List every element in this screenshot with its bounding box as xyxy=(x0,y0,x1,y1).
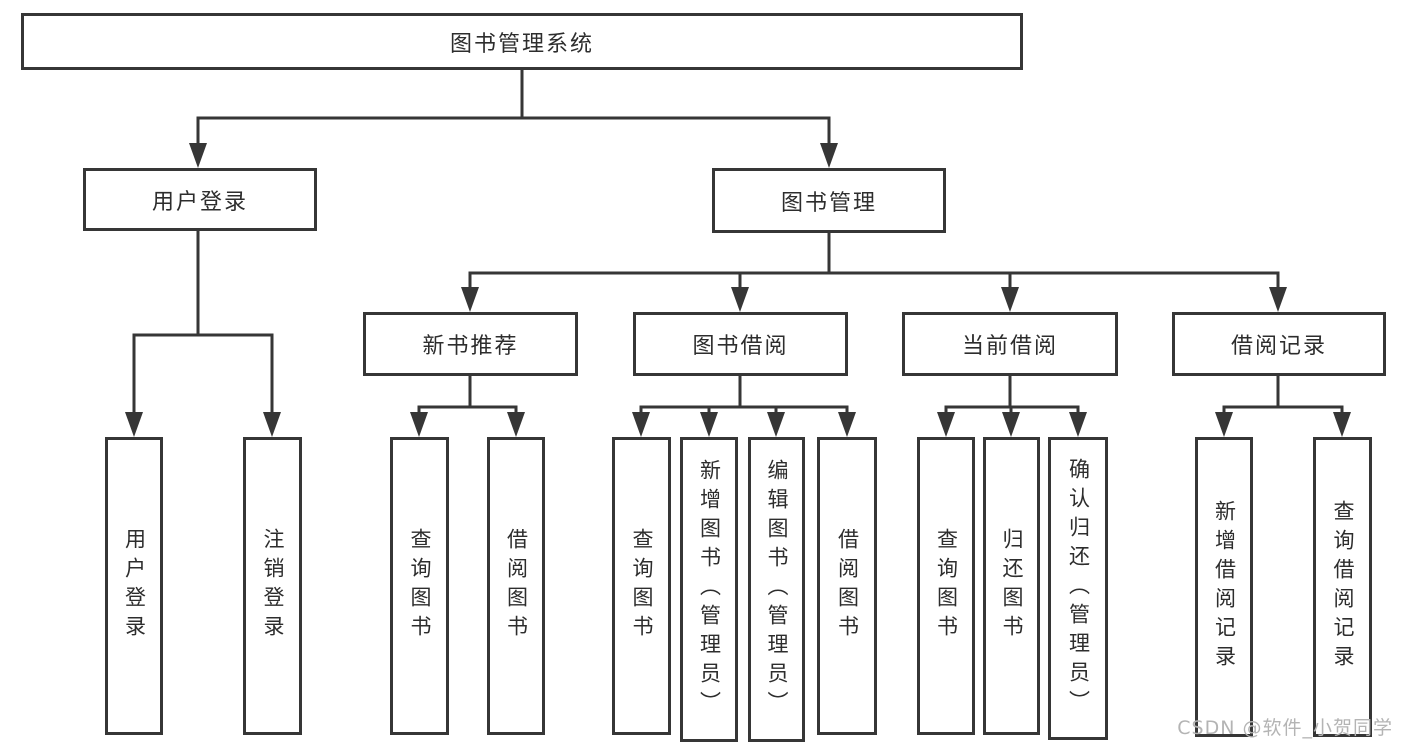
arrow-down-icon xyxy=(1001,287,1019,312)
arrow-down-icon xyxy=(1215,412,1233,437)
leaf-confirm-return-admin: 确认归还（管理员） xyxy=(1048,437,1108,740)
connector-line xyxy=(639,405,849,428)
connector-line xyxy=(196,116,831,155)
node-library-system: 图书管理系统 xyxy=(21,13,1023,70)
arrow-down-icon xyxy=(731,287,749,312)
connector-line xyxy=(132,333,274,425)
connector-line xyxy=(1222,405,1344,428)
arrow-down-icon xyxy=(461,287,479,312)
node-book-borrow: 图书借阅 xyxy=(633,312,848,376)
arrow-down-icon xyxy=(767,412,785,437)
connector-borrow-records-to-leaves xyxy=(1215,374,1351,437)
connector-new-book-recommend-to-leaves xyxy=(410,374,525,437)
leaf-add-borrow-record: 新增借阅记录 xyxy=(1195,437,1253,737)
arrow-down-icon xyxy=(410,412,428,437)
leaf-query-borrow-record: 查询借阅记录 xyxy=(1313,437,1372,737)
leaf-borrow-borrow-books: 借阅图书 xyxy=(817,437,877,735)
node-user-login: 用户登录 xyxy=(83,168,317,231)
leaf-logout: 注销登录 xyxy=(243,437,302,735)
leaf-return-books: 归还图书 xyxy=(983,437,1040,735)
leaf-recommend-query-books: 查询图书 xyxy=(390,437,449,735)
arrow-down-icon xyxy=(125,412,143,437)
arrow-down-icon xyxy=(700,412,718,437)
arrow-down-icon xyxy=(838,412,856,437)
csdn-watermark: CSDN @软件_小贺同学 xyxy=(1177,717,1393,739)
leaf-edit-books-admin: 编辑图书（管理员） xyxy=(748,437,805,742)
arrow-down-icon xyxy=(263,412,281,437)
arrow-down-icon xyxy=(1002,412,1020,437)
leaf-recommend-borrow-books: 借阅图书 xyxy=(487,437,545,735)
leaf-current-query-books: 查询图书 xyxy=(917,437,975,735)
connector-root-to-level2 xyxy=(189,67,838,168)
arrow-down-icon xyxy=(632,412,650,437)
connector-current-borrow-to-leaves xyxy=(937,374,1087,437)
arrow-down-icon xyxy=(1333,412,1351,437)
connector-line xyxy=(468,271,1280,300)
arrow-down-icon xyxy=(1069,412,1087,437)
node-book-management: 图书管理 xyxy=(712,168,946,233)
arrow-down-icon xyxy=(937,412,955,437)
arrow-down-icon xyxy=(820,143,838,168)
node-borrow-records: 借阅记录 xyxy=(1172,312,1386,376)
arrow-down-icon xyxy=(189,143,207,168)
connector-line xyxy=(417,405,518,428)
node-new-book-recommend: 新书推荐 xyxy=(363,312,578,376)
arrow-down-icon xyxy=(1269,287,1287,312)
arrow-down-icon xyxy=(507,412,525,437)
connector-book-management-to-level3 xyxy=(461,231,1287,312)
leaf-add-books-admin: 新增图书（管理员） xyxy=(680,437,738,742)
leaf-user-login: 用户登录 xyxy=(105,437,163,735)
connector-user-login-to-leaves xyxy=(125,229,281,437)
leaf-borrow-query-books: 查询图书 xyxy=(612,437,671,735)
connector-book-borrow-to-leaves xyxy=(632,374,856,437)
node-current-borrow: 当前借阅 xyxy=(902,312,1118,376)
